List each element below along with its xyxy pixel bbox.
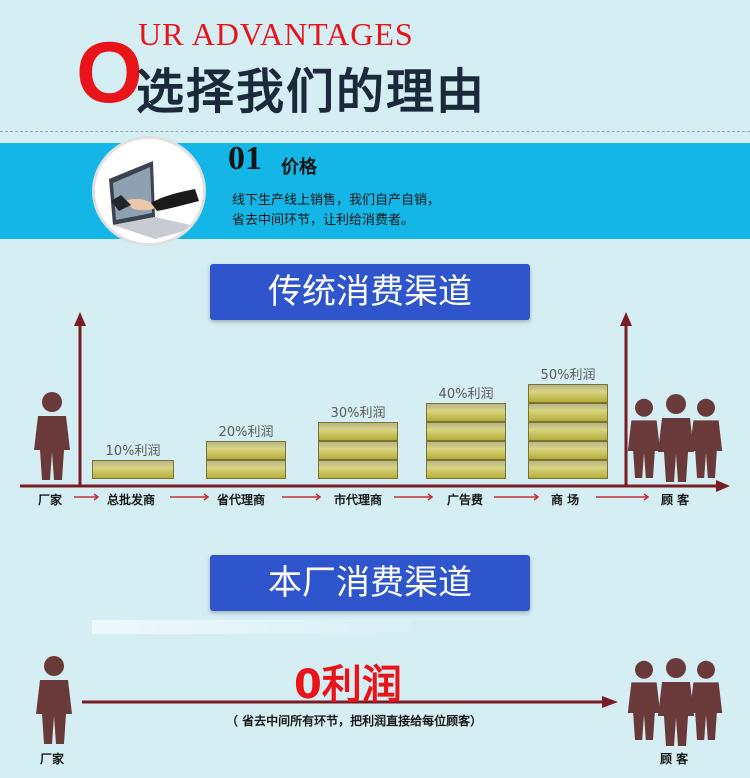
- bar-profit-label: 50%利润: [540, 368, 596, 383]
- bar-segment: [528, 422, 608, 441]
- price-number: 01: [228, 140, 262, 177]
- bar-segment: [318, 441, 398, 460]
- stage-label-mall: 商 场: [551, 493, 580, 507]
- bar-segment: [426, 403, 506, 422]
- price-title: 价格: [281, 157, 317, 178]
- bar-segment: [528, 441, 608, 460]
- stage-label-provincial-agent: 省代理商: [217, 493, 266, 507]
- zero-profit-label: 0利润: [294, 662, 402, 708]
- bar-segment: [206, 460, 286, 479]
- price-description-line2: 省去中间环节，让利给消费者。: [232, 213, 415, 228]
- decorative-band: [92, 620, 412, 634]
- bar-segment: [426, 460, 506, 479]
- bar-segment: [318, 460, 398, 479]
- factory-person-icon: [36, 656, 72, 744]
- direct-label-customer: 顾 客: [660, 752, 689, 766]
- customer-person-icon: [689, 660, 723, 740]
- bar-segment: [206, 441, 286, 460]
- bar-profit-label: 20%利润: [218, 425, 274, 440]
- header-english-title: UR ADVANTAGES: [138, 16, 414, 52]
- bar-segment: [426, 422, 506, 441]
- bar-segment: [528, 460, 608, 479]
- stage-label-customer: 顾 客: [661, 493, 690, 507]
- bar-segment: [528, 384, 608, 403]
- stage-label-city-agent: 市代理商: [334, 493, 383, 507]
- zero-profit-note: （ 省去中间所有环节，把利润直接给每位顾客）: [226, 714, 483, 728]
- bar-segment: [426, 441, 506, 460]
- bar-profit-label: 40%利润: [438, 387, 494, 402]
- stage-label-wholesaler: 总批发商: [107, 493, 156, 507]
- header-divider: [0, 131, 750, 132]
- header-chinese-title: 选择我们的理由: [136, 64, 487, 120]
- customer-person-icon: [658, 658, 694, 746]
- customer-person-icon: [627, 660, 661, 740]
- bar-segment: [92, 460, 174, 479]
- bar-segment: [318, 422, 398, 441]
- bar-profit-label: 30%利润: [330, 406, 386, 421]
- direct-label-factory: 厂家: [40, 752, 65, 766]
- header-big-letter: O: [76, 25, 143, 121]
- stage-label-factory: 厂家: [38, 493, 63, 507]
- traditional-channel-title: 传统消费渠道: [210, 264, 530, 320]
- bar-profit-label: 10%利润: [105, 444, 161, 459]
- direct-channel-title: 本厂消费渠道: [210, 555, 530, 611]
- bar-segment: [528, 403, 608, 422]
- price-description-line1: 线下生产线上销售，我们自产自销，: [232, 193, 441, 208]
- stage-label-advertising: 广告费: [447, 493, 484, 507]
- handshake-laptop-image: [92, 136, 206, 246]
- flow-arrows: [74, 493, 650, 501]
